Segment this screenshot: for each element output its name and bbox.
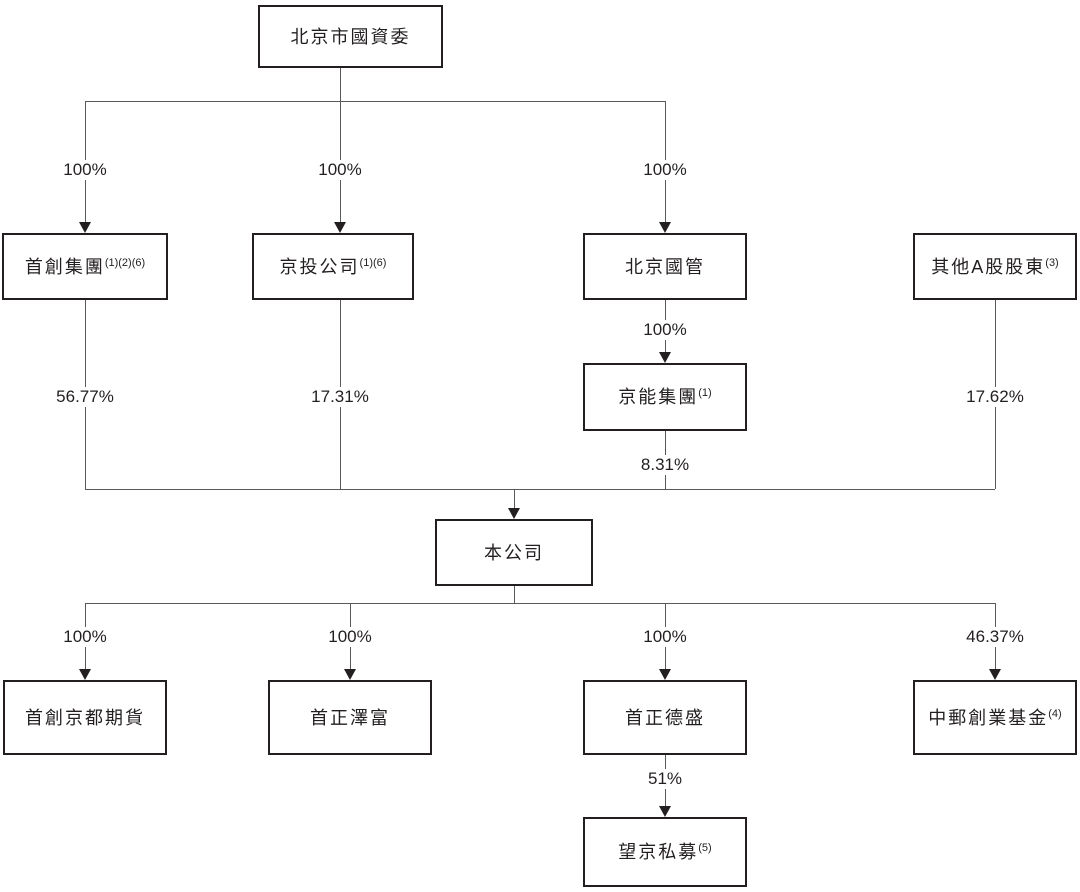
node-label-text: 首創集團: [24, 256, 105, 277]
edge-label-jingtou-to-company: 17.31%: [307, 387, 373, 407]
node-footnote: (1)(2)(6): [104, 256, 146, 269]
node-the-company: 本公司: [435, 519, 593, 586]
node-label: 本公司: [484, 544, 544, 562]
connector-line: [514, 489, 515, 508]
node-label-text: 首正澤富: [310, 707, 390, 728]
arrow-down-icon: [79, 669, 91, 680]
connector-line: [85, 489, 995, 490]
node-shouchuang-jingdu-futures: 首創京都期貨: [3, 680, 167, 755]
node-footnote: (5): [698, 842, 712, 854]
edge-label-shouchuang-to-company: 56.77%: [52, 387, 118, 407]
node-footnote: (3): [1045, 256, 1059, 269]
node-shouzheng-desheng: 首正德盛: [583, 680, 747, 755]
arrow-down-icon: [659, 352, 671, 363]
edge-label-guoguan-to-jingneng: 100%: [639, 320, 691, 340]
node-label: 望京私募(5): [618, 842, 712, 862]
node-label-text: 首正德盛: [625, 707, 705, 728]
edge-label-jingneng-to-company: 8.31%: [636, 455, 694, 475]
node-footnote: (4): [1048, 707, 1062, 720]
arrow-down-icon: [659, 222, 671, 233]
node-footnote: (1): [698, 387, 712, 399]
edge-label-sasac-to-shouchuang: 100%: [59, 160, 111, 180]
node-label-text: 京投公司: [279, 256, 360, 277]
node-label-text: 其他A股股東: [931, 256, 1046, 277]
node-label: 其他A股股東(3): [931, 256, 1059, 277]
arrow-down-icon: [989, 669, 1001, 680]
edge-label-desheng-to-wangjing: 51%: [643, 769, 687, 789]
node-label: 北京市國資委: [291, 28, 411, 46]
node-label: 首正澤富: [310, 709, 390, 727]
arrow-down-icon: [659, 669, 671, 680]
arrow-down-icon: [344, 669, 356, 680]
node-label-text: 北京市國資委: [290, 26, 411, 47]
edge-label-other-to-company: 17.62%: [962, 387, 1028, 407]
arrow-down-icon: [659, 806, 671, 817]
node-wangjing-private-fund: 望京私募(5): [583, 817, 747, 887]
node-china-post-venture-fund: 中郵創業基金(4): [913, 680, 1077, 755]
node-label-text: 京能集團: [618, 387, 699, 407]
connector-line: [514, 586, 515, 603]
node-label: 首正德盛: [625, 709, 705, 727]
node-label: 中郵創業基金(4): [928, 707, 1062, 728]
node-footnote: (1)(6): [359, 256, 387, 269]
arrow-down-icon: [508, 508, 520, 519]
node-shouchuang-group: 首創集團(1)(2)(6): [2, 233, 168, 300]
connector-line: [85, 101, 665, 102]
node-label: 首創集團(1)(2)(6): [24, 256, 146, 277]
edge-label-company-to-futures: 100%: [59, 627, 111, 647]
edge-label-company-to-desheng: 100%: [639, 627, 691, 647]
edge-label-sasac-to-guoguan: 100%: [639, 160, 691, 180]
node-label-text: 北京國管: [625, 256, 705, 277]
edge-label-company-to-zefu: 100%: [324, 627, 376, 647]
connector-line: [85, 603, 995, 604]
edge-label-sasac-to-jingtou: 100%: [314, 160, 366, 180]
arrow-down-icon: [334, 222, 346, 233]
connector-line: [340, 68, 341, 101]
node-jingneng-group: 京能集團(1): [583, 363, 747, 431]
node-label-text: 本公司: [484, 542, 544, 563]
node-label: 首創京都期貨: [25, 709, 145, 727]
node-beijing-guoguan: 北京國管: [583, 233, 747, 300]
node-shouzheng-zefu: 首正澤富: [268, 680, 432, 755]
edge-label-company-to-fund: 46.37%: [962, 627, 1028, 647]
node-beijing-sasac: 北京市國資委: [258, 5, 443, 68]
node-label-text: 中郵創業基金: [928, 707, 1049, 728]
node-label-text: 首創京都期貨: [25, 707, 145, 728]
node-label: 北京國管: [625, 258, 705, 276]
node-label: 京投公司(1)(6): [279, 256, 387, 277]
node-other-a-share-holders: 其他A股股東(3): [913, 233, 1077, 300]
node-label: 京能集團(1): [618, 387, 712, 407]
arrow-down-icon: [79, 222, 91, 233]
node-label-text: 望京私募: [618, 842, 699, 862]
node-jingtou-company: 京投公司(1)(6): [252, 233, 414, 300]
